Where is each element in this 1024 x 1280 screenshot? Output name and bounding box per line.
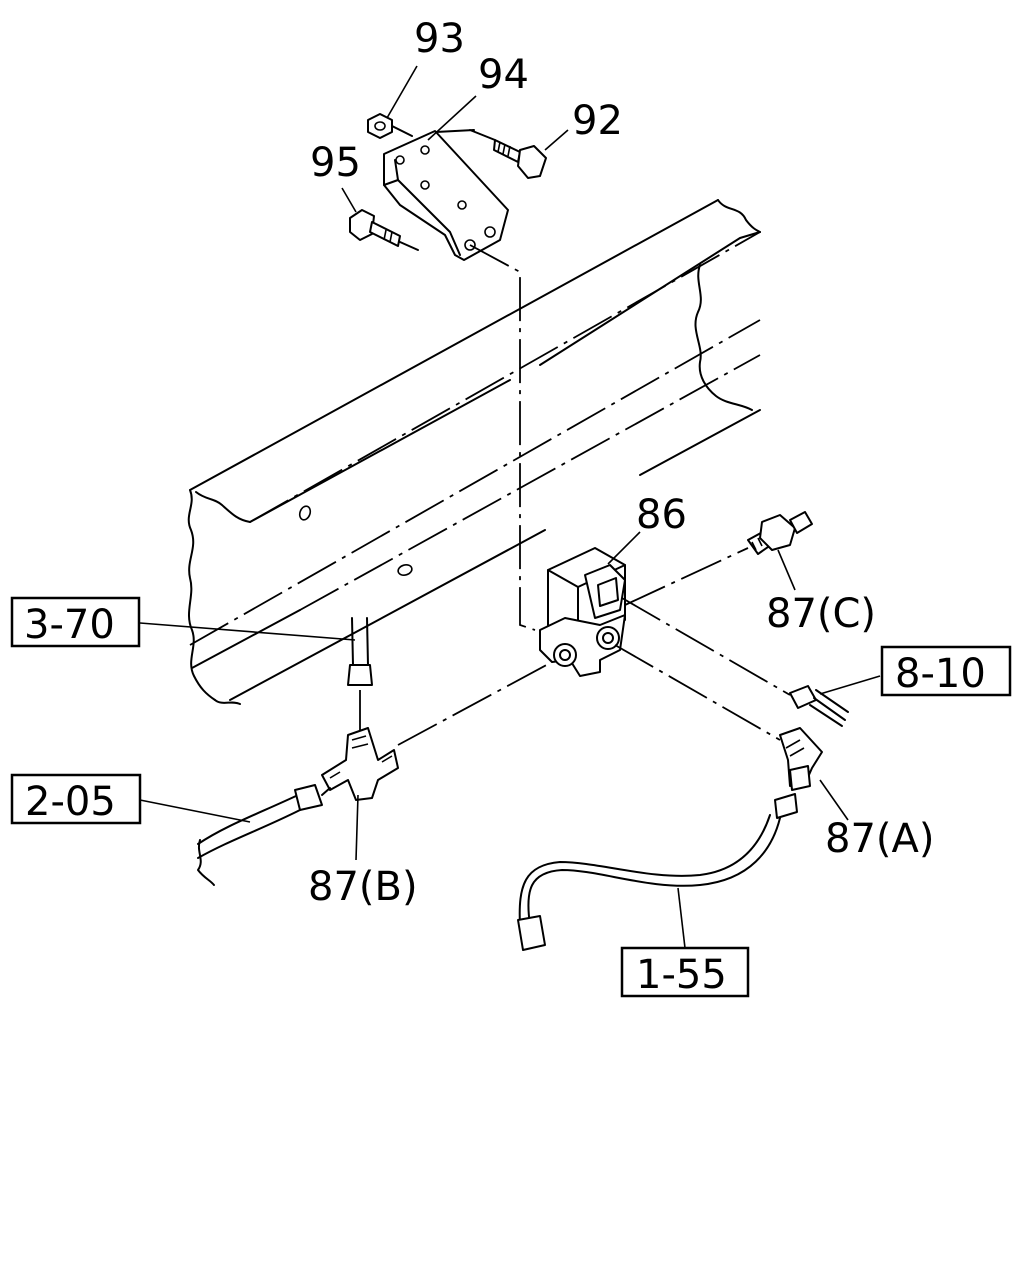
label-87b: 87(B): [308, 864, 418, 910]
pipe-1-55: [517, 793, 798, 951]
connector-8-10: [621, 597, 849, 727]
label-87c: 87(C): [766, 591, 876, 637]
elbow-87a: [614, 644, 823, 791]
label-95: 95: [310, 140, 361, 186]
bracket-94: [383, 130, 509, 261]
ref-box-3-70: 3-70: [10, 596, 141, 648]
label-92: 92: [572, 98, 623, 144]
ref-box-1-55: 1-55: [620, 946, 750, 998]
centerline-bracket: [469, 244, 536, 631]
leader-lines: [139, 65, 881, 949]
bolt-92: [435, 129, 547, 179]
ref-8-10: 8-10: [895, 651, 986, 697]
ref-box-8-10: 8-10: [880, 645, 1012, 697]
fitting-87c: [624, 511, 813, 606]
label-87a: 87(A): [825, 816, 934, 862]
nut-93: [367, 113, 413, 139]
ref-3-70: 3-70: [24, 602, 115, 648]
tee-87b: [321, 617, 553, 801]
label-86: 86: [636, 492, 687, 538]
frame-rail: [187, 199, 761, 705]
ref-2-05: 2-05: [25, 779, 116, 825]
ref-box-2-05: 2-05: [10, 773, 142, 825]
ref-1-55: 1-55: [636, 952, 727, 998]
bolt-95: [349, 209, 419, 251]
label-94: 94: [478, 52, 529, 98]
label-93: 93: [414, 16, 465, 62]
solenoid-valve-86: [539, 547, 626, 677]
